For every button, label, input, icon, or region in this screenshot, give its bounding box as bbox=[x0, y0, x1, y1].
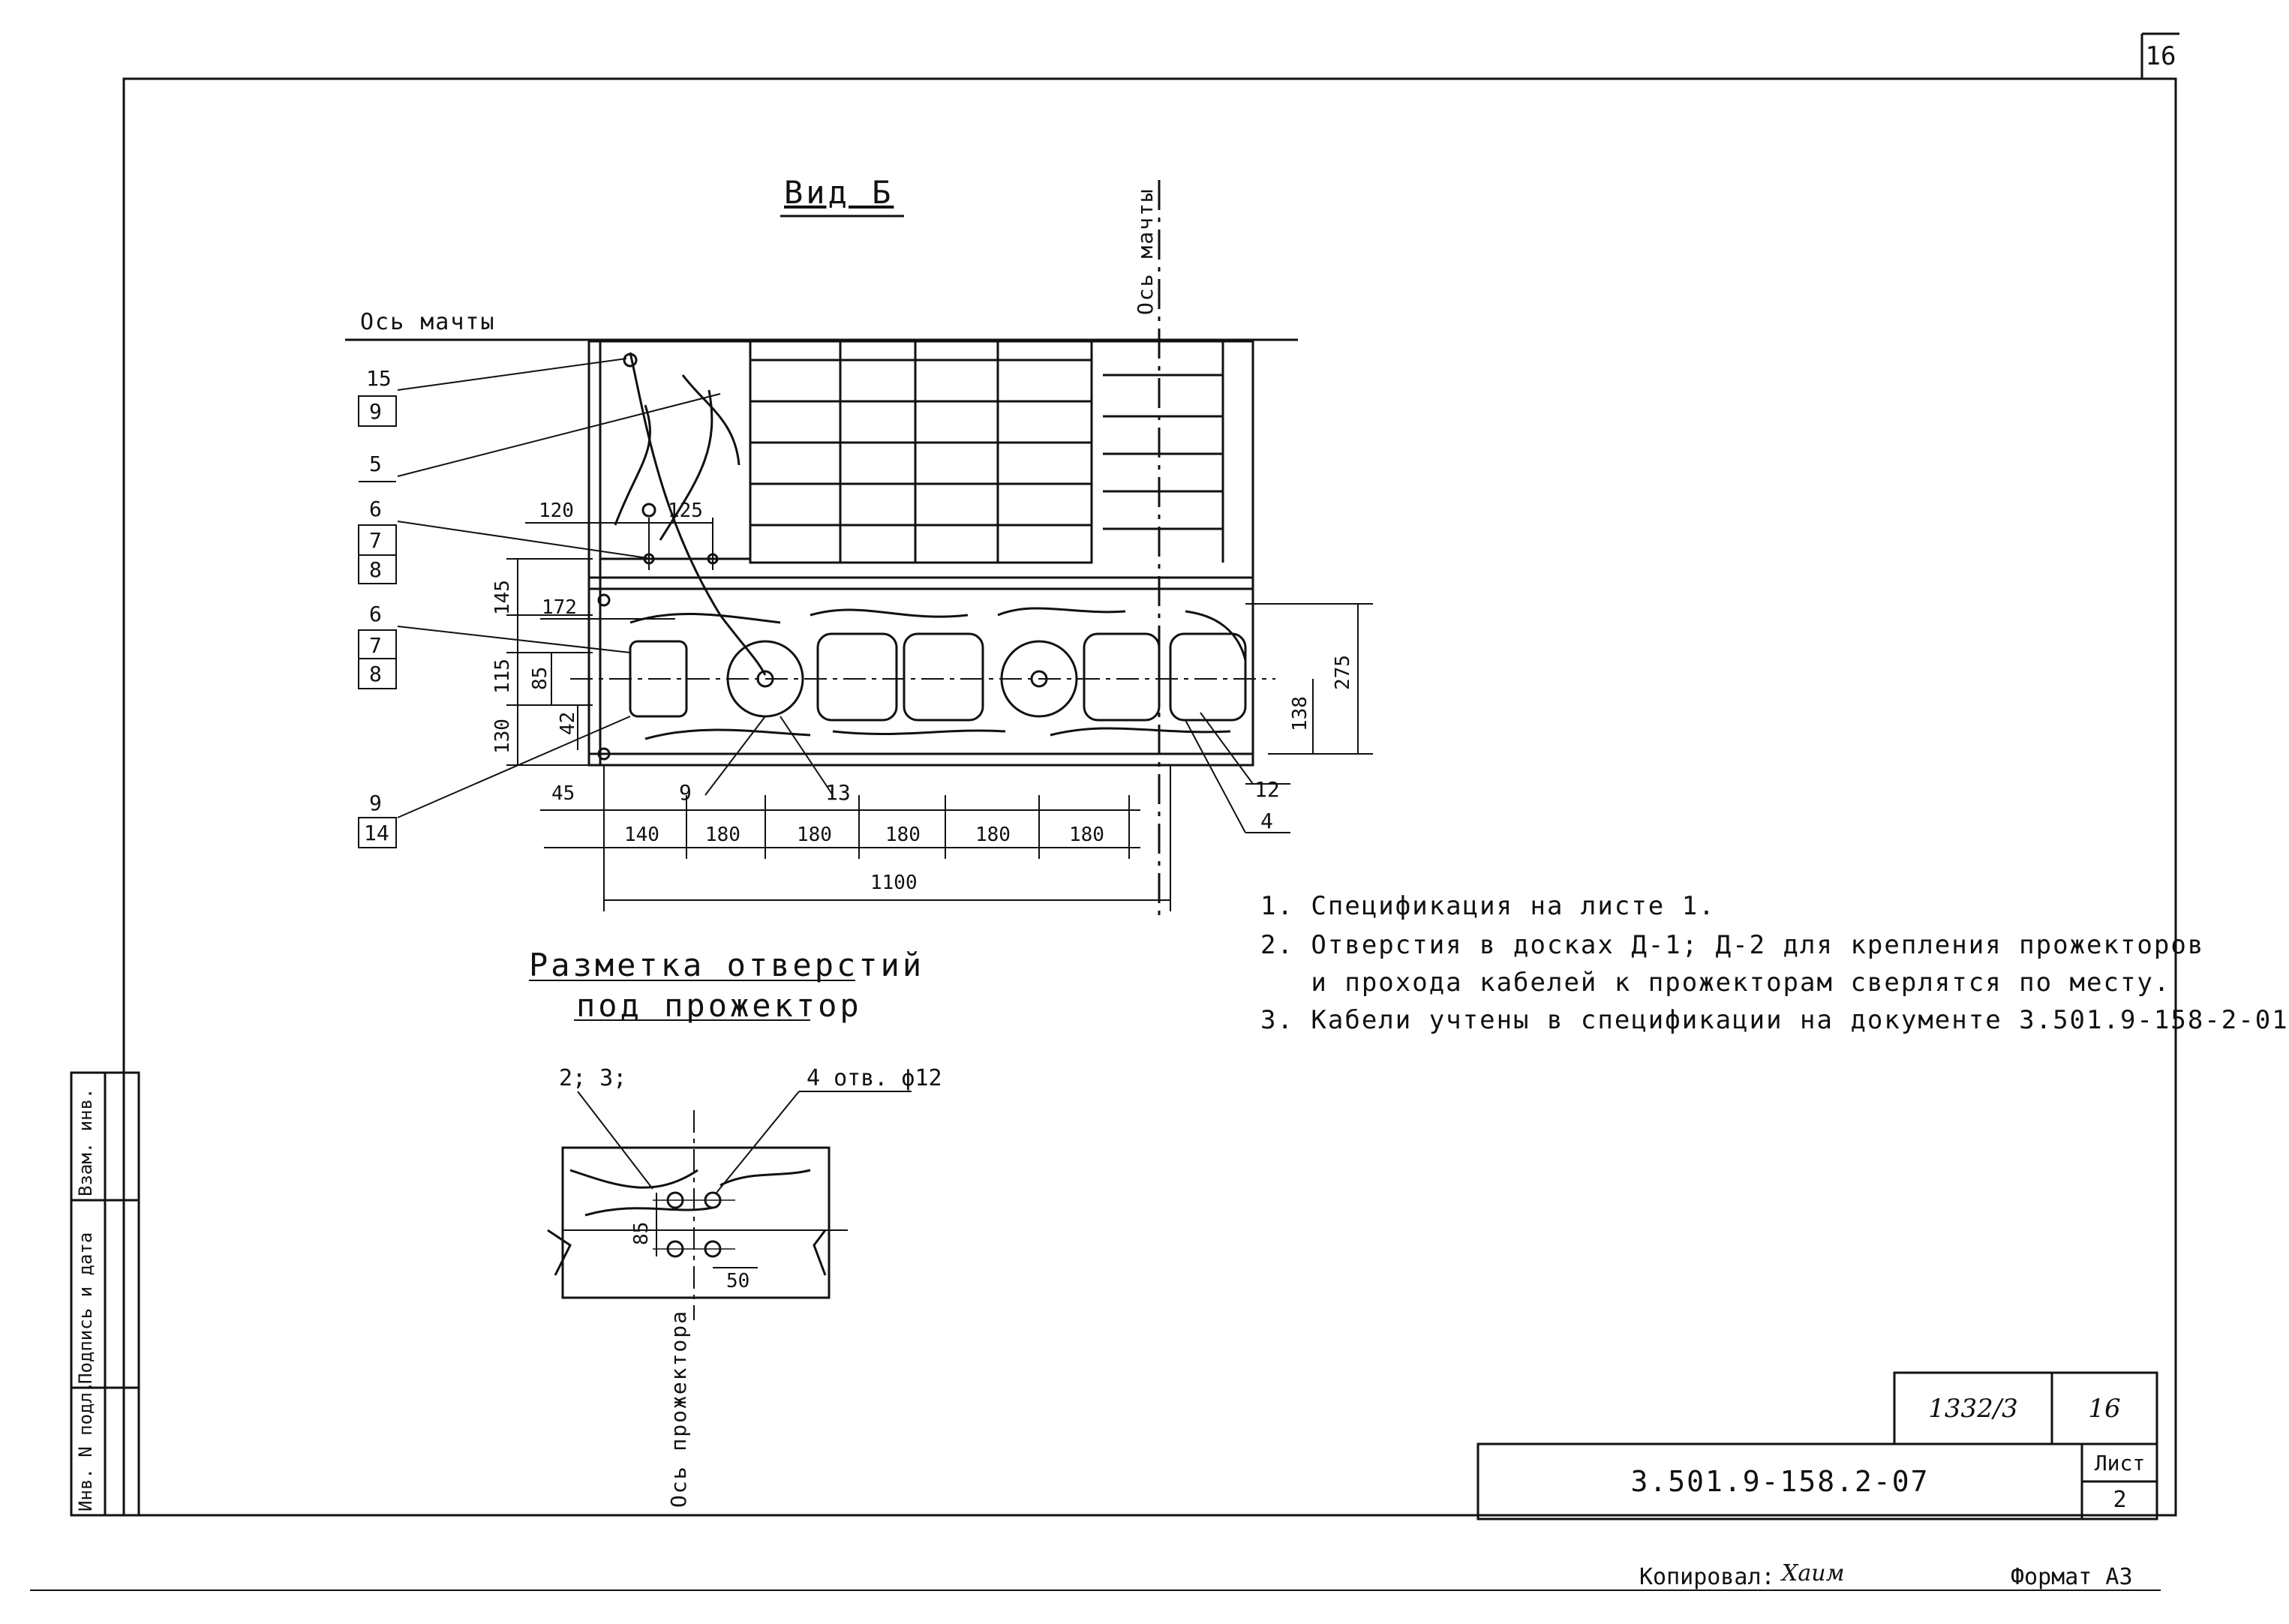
dimension-275: 275 bbox=[1332, 655, 1354, 690]
dimension-138: 138 bbox=[1289, 696, 1311, 731]
copied-signature: Хаим bbox=[1782, 1560, 1845, 1586]
position-4: 4 bbox=[1260, 809, 1273, 833]
marking-dimension-85: 85 bbox=[630, 1221, 653, 1245]
document-code: 3.501.9-158.2-07 bbox=[1630, 1465, 1930, 1498]
dimension-bottom-3: 180 bbox=[797, 824, 832, 846]
dimension-115: 115 bbox=[491, 659, 514, 694]
projector-axis-label: Ось прожектора bbox=[666, 1309, 691, 1508]
position-7-lower: 7 bbox=[369, 633, 382, 658]
dimension-120: 120 bbox=[539, 500, 574, 522]
format-label: Формат А3 bbox=[2011, 1564, 2133, 1590]
corner-number-frame bbox=[2140, 32, 2179, 79]
position-6-lower: 6 bbox=[369, 602, 382, 626]
dimension-bottom-6: 180 bbox=[1069, 824, 1104, 846]
stamp-sheet: 16 bbox=[2088, 1393, 2121, 1424]
position-9-lower: 9 bbox=[369, 791, 382, 815]
mast-axis-label: Ось мачты bbox=[360, 309, 496, 335]
position-7-upper: 7 bbox=[369, 528, 382, 553]
hole-marking-drawing bbox=[529, 980, 912, 1320]
sheet-corner-number: 16 bbox=[2145, 41, 2176, 71]
marking-dimension-50: 50 bbox=[726, 1270, 750, 1292]
note-3: 3. Кабели учтены в спецификации на докум… bbox=[1260, 1005, 2289, 1035]
mast-axis-vertical-label: Ось мачты bbox=[1133, 188, 1158, 315]
stamp-frame bbox=[1893, 1371, 2158, 1445]
note-2-continued: и прохода кабелей к прожекторам сверлятс… bbox=[1260, 968, 2171, 998]
drawing-frame bbox=[122, 77, 2177, 1517]
dimension-45: 45 bbox=[551, 782, 575, 805]
left-strip-inventory: Инв. N подл. bbox=[75, 1381, 96, 1511]
left-strip-replacement: Взам. инв. bbox=[75, 1088, 96, 1197]
dimension-bottom-2: 180 bbox=[705, 824, 740, 846]
dimension-bottom-1: 140 bbox=[624, 824, 659, 846]
dimension-130: 130 bbox=[491, 719, 514, 754]
dimension-bottom-4: 180 bbox=[885, 824, 921, 846]
marking-title-line2: под прожектор bbox=[576, 987, 862, 1024]
left-strip-signature: Подпись и дата bbox=[75, 1232, 96, 1384]
marking-parts-label: 2; 3; bbox=[559, 1065, 627, 1091]
stamp-number: 1332/3 bbox=[1928, 1393, 2018, 1424]
position-14: 14 bbox=[364, 821, 389, 845]
position-12: 12 bbox=[1254, 777, 1280, 802]
position-5: 5 bbox=[369, 452, 382, 476]
marking-title-line1: Разметка отверстий bbox=[529, 947, 925, 983]
position-9-bottom: 9 bbox=[679, 780, 692, 805]
dimension-125: 125 bbox=[668, 500, 703, 522]
sheet-number: 2 bbox=[2113, 1487, 2127, 1513]
sheet-label: Лист bbox=[2094, 1451, 2146, 1475]
dimension-bottom-5: 180 bbox=[975, 824, 1011, 846]
copied-label: Копировал: bbox=[1639, 1564, 1775, 1590]
position-6-upper: 6 bbox=[369, 497, 382, 521]
dimension-172: 172 bbox=[542, 596, 577, 619]
dimension-145: 145 bbox=[491, 580, 514, 615]
position-13: 13 bbox=[825, 780, 851, 805]
position-8-lower: 8 bbox=[369, 662, 382, 686]
dimension-total: 1100 bbox=[870, 872, 918, 894]
position-9-top: 9 bbox=[369, 399, 382, 424]
marking-holes-label: 4 отв. ϕ12 bbox=[807, 1065, 942, 1091]
view-b-title: Вид Б bbox=[784, 174, 894, 211]
drawing-canvas bbox=[30, 32, 2179, 1591]
note-2: 2. Отверстия в досках Д-1; Д-2 для крепл… bbox=[1260, 930, 2205, 960]
position-8-upper: 8 bbox=[369, 557, 382, 582]
view-b-drawing bbox=[345, 180, 1373, 915]
dimension-85: 85 bbox=[529, 666, 551, 690]
note-1: 1. Спецификация на листе 1. bbox=[1260, 891, 1716, 921]
dimension-42: 42 bbox=[557, 711, 579, 735]
position-15: 15 bbox=[366, 366, 392, 391]
